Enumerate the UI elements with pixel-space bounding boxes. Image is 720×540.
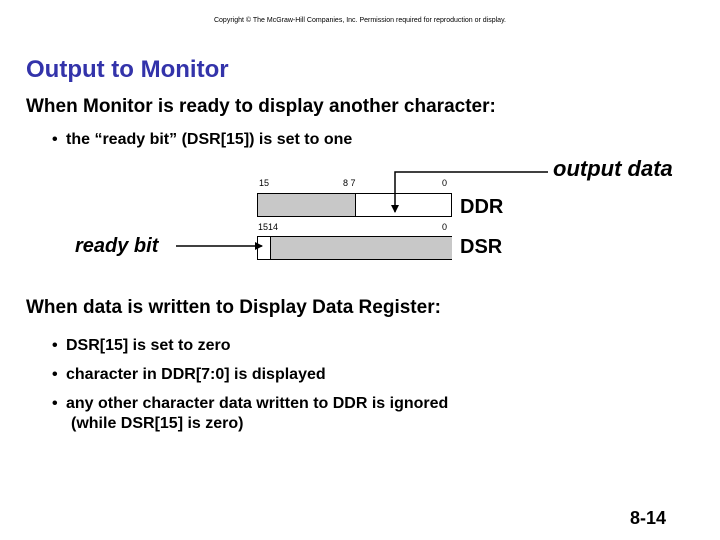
ddr-bit-15: 15 xyxy=(259,178,270,188)
bullet-dot: • xyxy=(52,337,58,354)
list-item: • any other character data written to DDR… xyxy=(52,389,448,418)
ddr-bit-0: 0 xyxy=(442,178,448,188)
output-data-arrow xyxy=(391,171,548,213)
copyright-notice: Copyright © The McGraw-Hill Companies, I… xyxy=(213,17,506,24)
intro-bullet: • the “ready bit” (DSR[15]) is set to one xyxy=(52,131,352,149)
list-item-text: any other character data written to DDR … xyxy=(66,395,449,412)
ddr-high-byte xyxy=(258,194,356,216)
list-item-text: DSR[15] is set to zero xyxy=(66,337,231,354)
dsr-bit-0: 0 xyxy=(442,222,448,232)
bullet-dot: • xyxy=(52,366,58,383)
list-item: • DSR[15] is set to zero xyxy=(52,331,448,360)
intro-heading: When Monitor is ready to display another… xyxy=(26,96,496,117)
ddr-bit-8-7: 8 7 xyxy=(343,178,356,188)
bullet-dot: • xyxy=(52,131,58,148)
ready-bit-label: ready bit xyxy=(75,235,159,257)
dsr-label: DSR xyxy=(460,236,503,258)
output-data-label: output data xyxy=(553,156,673,181)
page-number: 8-14 xyxy=(630,508,667,528)
intro-bullet-text: the “ready bit” (DSR[15]) is set to one xyxy=(66,131,353,148)
bullet-list: • DSR[15] is set to zero • character in DD… xyxy=(52,331,448,434)
list-item-continuation: (while DSR[15] is zero) xyxy=(71,415,244,432)
dsr-remaining-bits xyxy=(270,237,452,259)
dsr-bit-15-14: 1514 xyxy=(258,222,279,232)
list-item: • character in DDR[7:0] is displayed xyxy=(52,360,448,389)
second-heading: When data is written to Display Data Reg… xyxy=(26,297,441,318)
ddr-label: DDR xyxy=(460,196,504,218)
bullet-dot: • xyxy=(52,395,58,412)
slide-title: Output to Monitor xyxy=(26,56,229,83)
list-item-text: character in DDR[7:0] is displayed xyxy=(66,366,326,383)
ddr-register xyxy=(257,193,452,217)
